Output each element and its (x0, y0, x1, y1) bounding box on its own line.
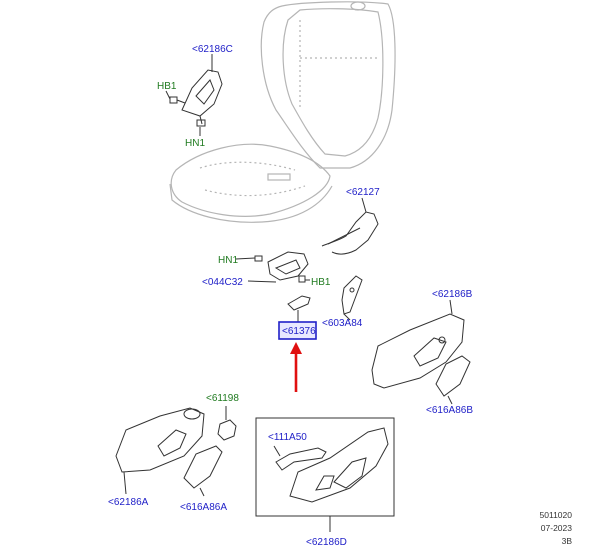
label-61198: <61198 (206, 393, 239, 404)
label-62186d: <62186D (306, 537, 347, 548)
label-111a50: <111A50 (268, 432, 307, 443)
part-61376-handle (287, 295, 311, 322)
part-62186c-bracket (165, 54, 223, 136)
label-62127: <62127 (346, 187, 380, 198)
label-hn1-mid: HN1 (218, 255, 238, 266)
label-hn1-top: HN1 (185, 138, 205, 149)
part-603a84 (341, 275, 363, 321)
seat-backrest (260, 1, 396, 169)
part-62127-cable (321, 197, 379, 255)
part-111a50-handle (273, 445, 327, 471)
seat-cushion (169, 143, 333, 223)
label-616a86b: <616A86B (426, 405, 473, 416)
highlight-arrow (290, 342, 302, 392)
part-62186d-panel (289, 427, 389, 532)
label-044c32: <044C32 (202, 277, 243, 288)
label-61376: <61376 (282, 326, 316, 337)
part-62186b-panel (371, 299, 465, 389)
part-616a86a-cover (183, 445, 223, 497)
inset-frame (255, 417, 395, 517)
label-616a86a: <616A86A (180, 502, 227, 513)
part-62186a-panel (115, 407, 205, 495)
label-603a84: <603A84 (322, 318, 363, 329)
part-61198-clip (217, 406, 237, 441)
highlight-box-61376 (278, 321, 317, 340)
part-616a86b-cover (435, 355, 471, 405)
reference-code: 3B (562, 536, 573, 546)
reference-date: 07-2023 (541, 523, 572, 533)
part-044c32-bracket (235, 251, 310, 283)
label-62186c: <62186C (192, 44, 233, 55)
label-hb1-mid: HB1 (311, 277, 331, 288)
label-62186a: <62186A (108, 497, 149, 508)
label-hb1-top: HB1 (157, 81, 177, 92)
reference-number: 5011020 (540, 510, 573, 520)
label-62186b: <62186B (432, 289, 473, 300)
